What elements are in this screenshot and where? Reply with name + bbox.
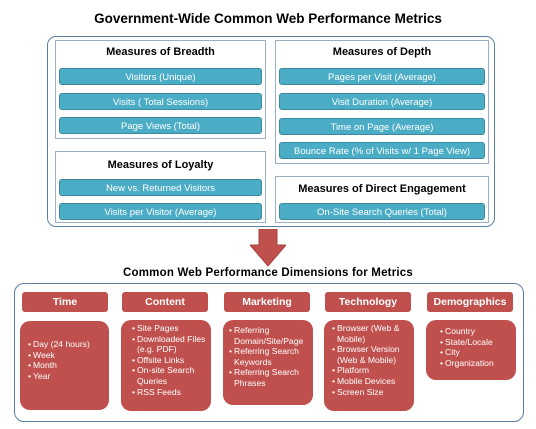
- list-item: Site Pages: [132, 323, 206, 334]
- dimensions-title: Common Web Performance Dimensions for Me…: [123, 267, 413, 279]
- panel-engagement: Measures of Direct Engagement On-Site Se…: [275, 176, 489, 223]
- metric-bar: On-Site Search Queries (Total): [279, 203, 485, 220]
- metric-bar: Visits per Visitor (Average): [59, 203, 262, 220]
- metric-bar: Time on Page (Average): [279, 118, 485, 135]
- list-item: Organization: [440, 358, 511, 369]
- dimension-header-content: Content: [122, 292, 208, 312]
- metric-bar: Visits ( Total Sessions): [59, 93, 262, 110]
- list-item: Referring Search Phrases: [229, 367, 308, 388]
- dimension-box-marketing: Referring Domain/Site/Page Referring Sea…: [223, 320, 313, 405]
- list-item: Screen Size: [332, 387, 409, 398]
- metric-bar: Visitors (Unique): [59, 68, 262, 85]
- panel-breadth: Measures of Breadth Visitors (Unique) Vi…: [55, 40, 266, 139]
- dimension-box-content: Site Pages Downloaded Files (e.g. PDF) O…: [121, 320, 211, 411]
- metric-bar: Pages per Visit (Average): [279, 68, 485, 85]
- panel-title: Measures of Direct Engagement: [298, 183, 466, 195]
- dimension-header-technology: Technology: [325, 292, 411, 312]
- list-item: Country: [440, 326, 511, 337]
- list-item: Browser Version (Web & Mobile): [332, 344, 409, 365]
- list-item: RSS Feeds: [132, 387, 206, 398]
- list-item: Browser (Web & Mobile): [332, 323, 409, 344]
- dimension-header-demographics: Demographics: [427, 292, 513, 312]
- panel-title: Measures of Loyalty: [107, 159, 214, 171]
- metric-bar: Visit Duration (Average): [279, 93, 485, 110]
- list-item: Platform: [332, 365, 409, 376]
- down-arrow-icon: [250, 229, 286, 267]
- list-item: Mobile Devices: [332, 376, 409, 387]
- list-item: State/Locale: [440, 337, 511, 348]
- metric-bar: Page Views (Total): [59, 117, 262, 134]
- list-item: On-site Search Queries: [132, 365, 206, 386]
- panel-title: Measures of Depth: [332, 46, 432, 58]
- list-item: Offsite Links: [132, 355, 206, 366]
- dimension-header-time: Time: [22, 292, 108, 312]
- dimension-box-time: Day (24 hours) Week Month Year: [20, 321, 109, 410]
- list-item: Referring Domain/Site/Page: [229, 325, 308, 346]
- list-item: Week: [28, 350, 104, 361]
- dimension-header-marketing: Marketing: [224, 292, 310, 312]
- panel-loyalty: Measures of Loyalty New vs. Returned Vis…: [55, 151, 266, 223]
- metric-bar: New vs. Returned Visitors: [59, 179, 262, 196]
- list-item: Day (24 hours): [28, 339, 104, 350]
- diagram-title: Government-Wide Common Web Performance M…: [94, 11, 442, 26]
- panel-title: Measures of Breadth: [106, 46, 215, 58]
- list-item: Referring Search Keywords: [229, 346, 308, 367]
- list-item: Downloaded Files (e.g. PDF): [132, 334, 206, 355]
- panel-depth: Measures of Depth Pages per Visit (Avera…: [275, 40, 489, 164]
- list-item: Month: [28, 360, 104, 371]
- dimension-box-technology: Browser (Web & Mobile) Browser Version (…: [324, 320, 414, 411]
- list-item: Year: [28, 371, 104, 382]
- dimension-box-demographics: Country State/Locale City Organization: [426, 320, 516, 380]
- list-item: City: [440, 347, 511, 358]
- metric-bar: Bounce Rate (% of Visits w/ 1 Page View): [279, 142, 485, 159]
